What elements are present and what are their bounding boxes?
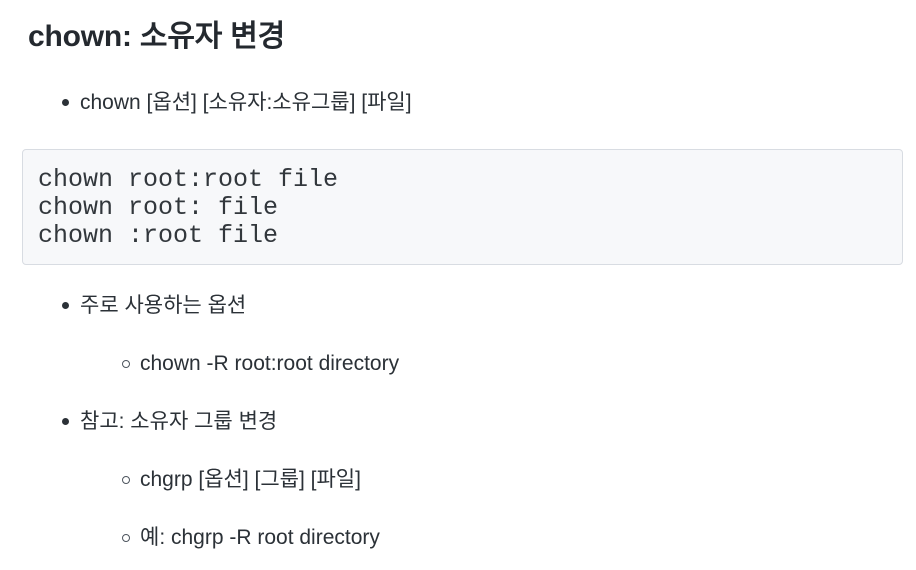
chgrp-syntax-text: chgrp [옵션] [그룹] [파일] (140, 468, 361, 491)
list-item: chown [옵션] [소유자:소유그룹] [파일] (62, 90, 903, 115)
note-sublist: chgrp [옵션] [그룹] [파일] 예: chgrp -R root di… (122, 467, 903, 550)
document-page: chown: 소유자 변경 chown [옵션] [소유자:소유그룹] [파일]… (22, 20, 903, 550)
options-label: 주로 사용하는 옵션 (80, 294, 247, 317)
notes-list: 주로 사용하는 옵션 (62, 293, 903, 318)
syntax-list: chown [옵션] [소유자:소유그룹] [파일] (62, 90, 903, 115)
code-line: chown :root file (38, 221, 279, 250)
list-item: 예: chgrp -R root directory (122, 525, 903, 550)
list-item: 참고: 소유자 그룹 변경 (62, 409, 903, 434)
circle-bullet-icon (122, 359, 130, 368)
circle-bullet-icon (122, 533, 130, 542)
list-item: 주로 사용하는 옵션 (62, 293, 903, 318)
bullet-marker-box (62, 409, 80, 434)
page-title: chown: 소유자 변경 (28, 20, 286, 53)
bullet-marker-box (122, 467, 140, 492)
code-block: chown root:root file chown root: file ch… (22, 149, 903, 265)
list-item: chown -R root:root directory (122, 351, 903, 376)
code-line: chown root:root file (38, 165, 339, 194)
list-item: chgrp [옵션] [그룹] [파일] (122, 467, 903, 492)
bullet-marker-box (122, 351, 140, 376)
disc-bullet-icon (62, 99, 69, 106)
chown-syntax-text: chown [옵션] [소유자:소유그룹] [파일] (80, 91, 412, 114)
chown-recursive-example-text: chown -R root:root directory (140, 352, 400, 375)
bullet-marker-box (62, 293, 80, 318)
note-label: 참고: 소유자 그룹 변경 (80, 410, 278, 433)
disc-bullet-icon (62, 302, 69, 309)
chgrp-example-text: 예: chgrp -R root directory (140, 526, 380, 549)
disc-bullet-icon (62, 418, 69, 425)
circle-bullet-icon (122, 475, 130, 484)
code-line: chown root: file (38, 193, 279, 222)
options-sublist: chown -R root:root directory (122, 351, 903, 376)
bullet-marker-box (62, 90, 80, 115)
notes-list-2: 참고: 소유자 그룹 변경 (62, 409, 903, 434)
bullet-marker-box (122, 525, 140, 550)
